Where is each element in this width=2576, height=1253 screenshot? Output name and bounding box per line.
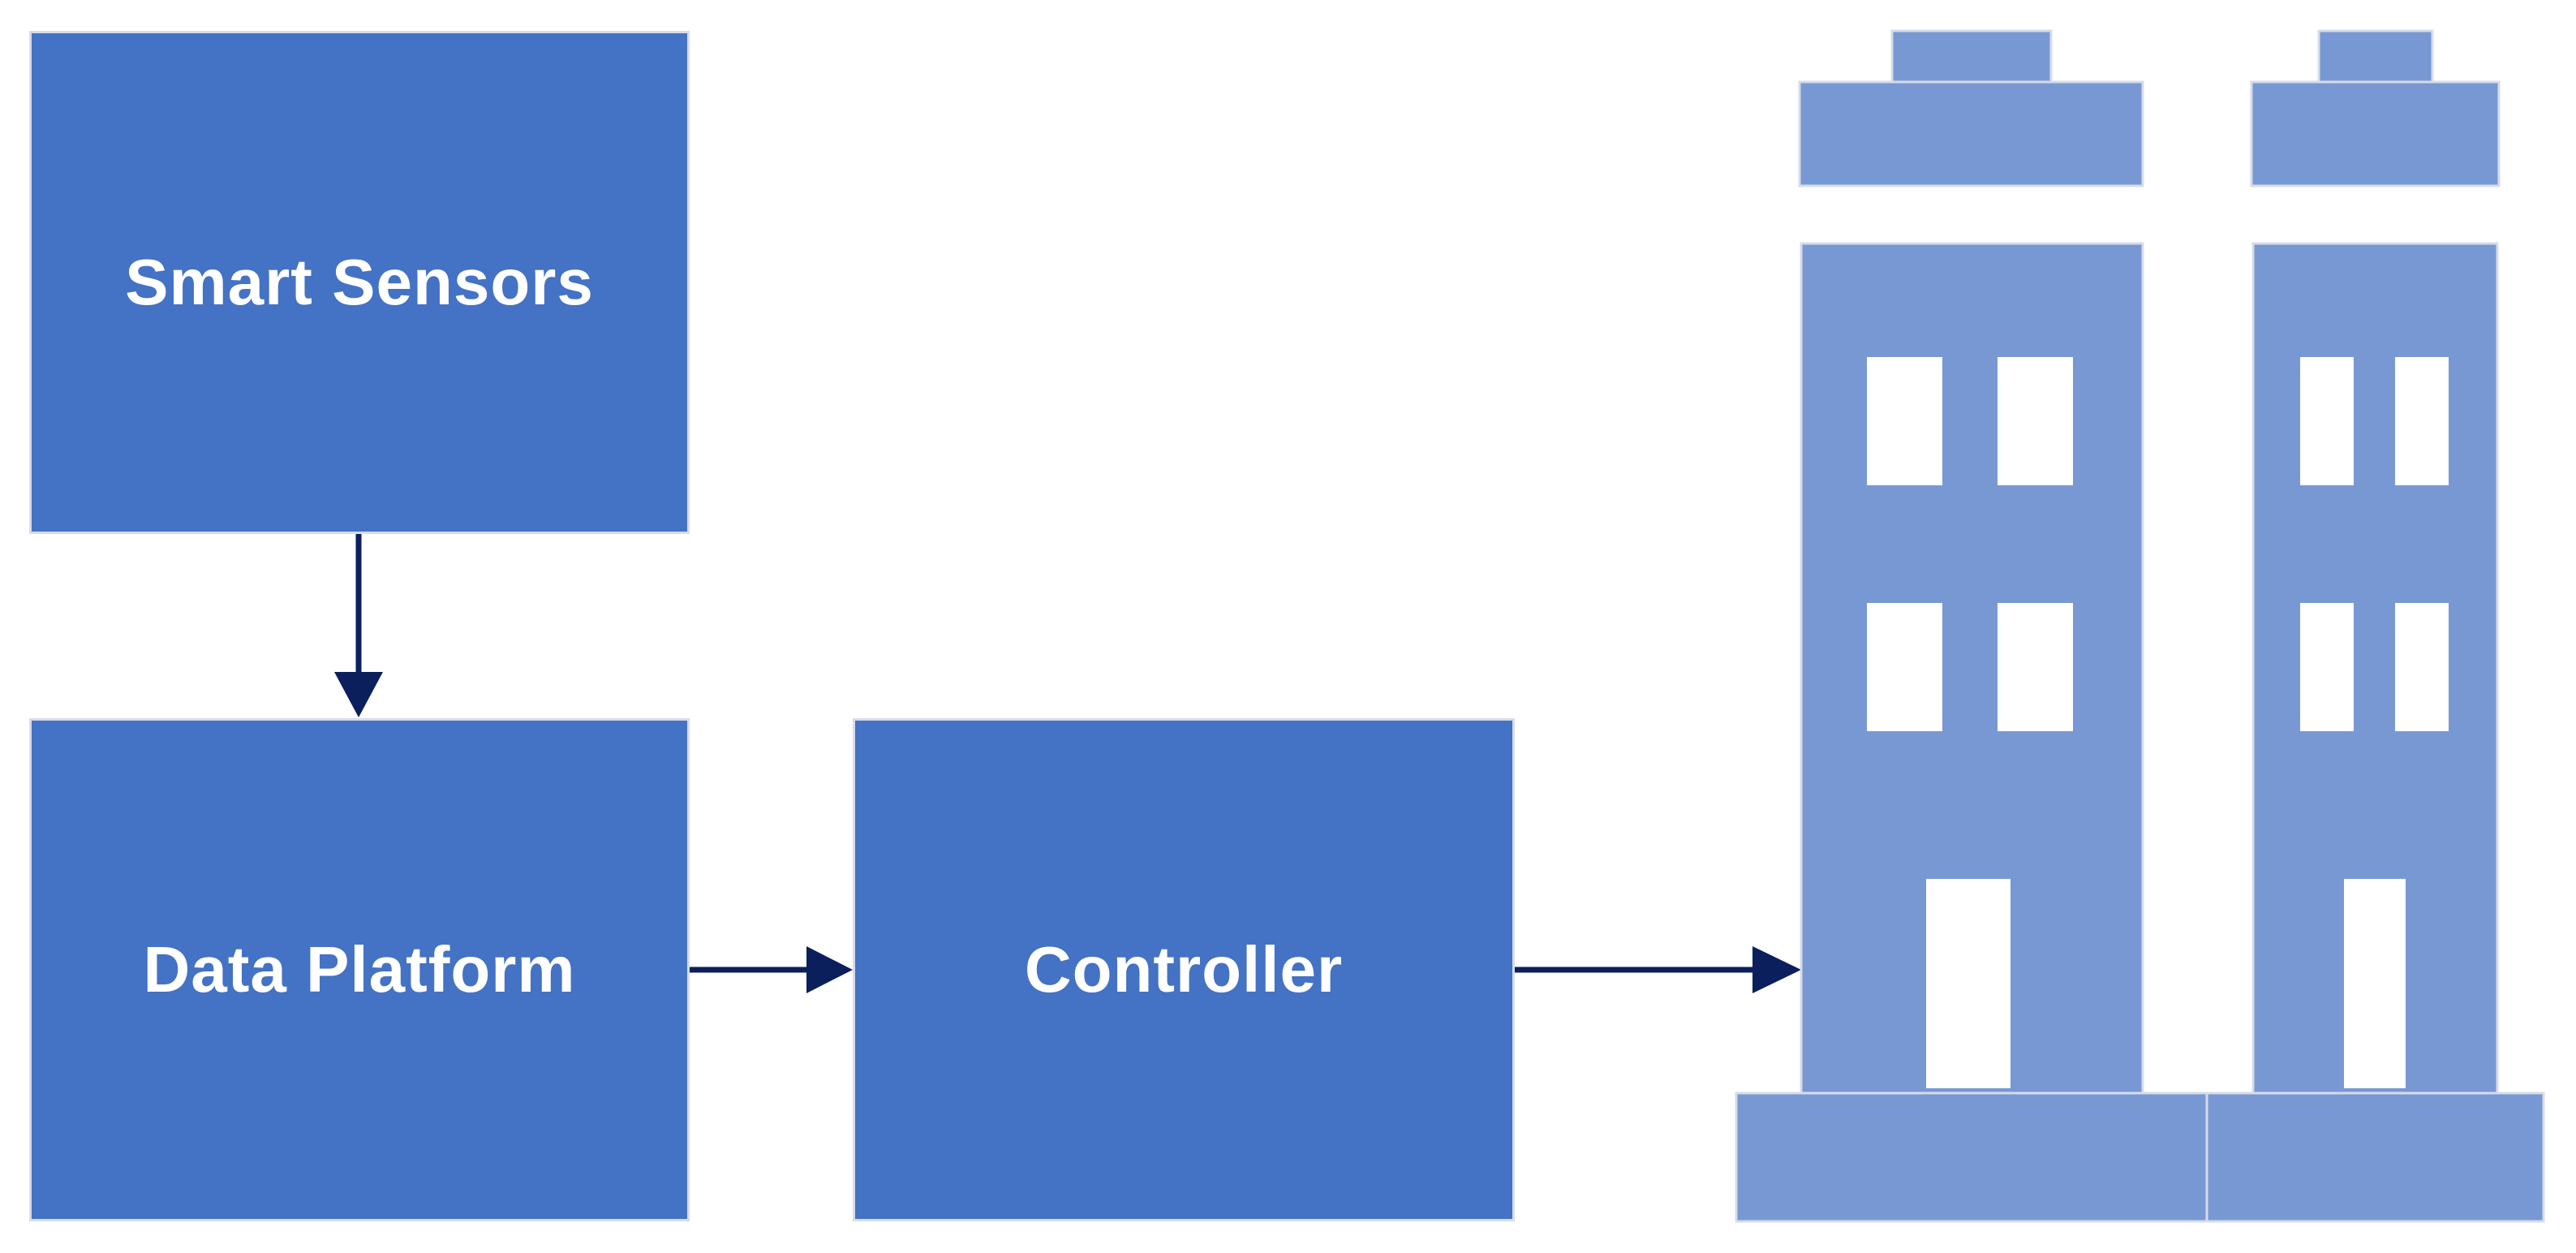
arrow-right-icon — [806, 946, 853, 993]
arrow-controller-to-buildings — [1515, 946, 1801, 993]
smart-sensors-node: Smart Sensors — [29, 31, 690, 534]
arrow-right-icon — [1752, 946, 1801, 993]
building-right-windows — [2300, 357, 2449, 1088]
building-right-icon — [2205, 29, 2545, 1223]
data-platform-label: Data Platform — [143, 933, 576, 1005]
controller-label: Controller — [1024, 933, 1344, 1005]
controller-node: Controller — [853, 718, 1515, 1221]
building-left-icon — [1735, 29, 2208, 1223]
arrow-down-icon — [334, 672, 383, 717]
data-platform-node: Data Platform — [29, 718, 690, 1221]
arrow-sensors-to-platform — [334, 534, 383, 717]
building-left-windows — [1867, 357, 2073, 1088]
smart-sensors-label: Smart Sensors — [125, 246, 594, 318]
arrow-platform-to-controller — [690, 946, 853, 993]
